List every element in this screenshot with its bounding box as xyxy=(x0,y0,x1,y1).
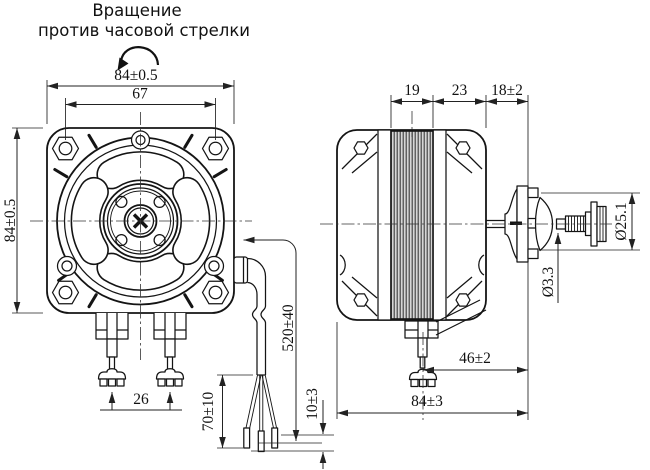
stud-to-flange-dim: 46±2 xyxy=(459,350,491,367)
total-length-dim: 84±3 xyxy=(411,393,443,410)
push-nut xyxy=(155,368,185,387)
stack-length-dim: 19 xyxy=(404,82,420,99)
wire-length-dim: 70±10 xyxy=(200,392,217,432)
mounting-studs xyxy=(95,313,187,387)
frame-post-right xyxy=(432,129,447,321)
front-bolt-spacing-dim: 67 xyxy=(132,86,148,103)
frame-post-left xyxy=(377,129,392,321)
screw-diameter-dim: Ø3.3 xyxy=(540,266,557,297)
push-nut xyxy=(97,368,127,387)
front-view xyxy=(30,112,279,453)
housing-length-dim: 23 xyxy=(452,82,468,99)
corner-bolts xyxy=(51,136,230,305)
front-width-dim: 84±0.5 xyxy=(114,67,158,84)
stud-spacing-dim: 26 xyxy=(133,391,149,408)
side-view-dimensions: 19 23 18±2 Ø25.1 Ø3.3 46±2 84±3 xyxy=(336,82,640,420)
lead-wires xyxy=(243,374,279,453)
title-block: Вращение против часовой стрелки xyxy=(38,1,250,71)
title-line2: против часовой стрелки xyxy=(38,21,250,40)
cable-gland xyxy=(233,256,249,284)
side-mounting-stud xyxy=(404,299,487,388)
power-cable xyxy=(233,256,279,453)
frame-struts xyxy=(339,133,485,317)
title-line1: Вращение xyxy=(92,1,181,20)
rotation-ccw-arrow-icon xyxy=(117,46,160,71)
cable-length-dim: 520±40 xyxy=(280,304,297,352)
stator-stack xyxy=(390,130,434,320)
front-view-dimensions: 84±0.5 67 84±0.5 26 70±10 520±40 10±3 xyxy=(2,67,334,469)
shaft-length-dim: 18±2 xyxy=(491,82,523,99)
hub-diameter-dim: Ø25.1 xyxy=(613,202,630,240)
side-view xyxy=(320,111,612,420)
flange-ears xyxy=(56,130,225,277)
strip-length-dim: 10±3 xyxy=(304,388,321,420)
front-height-dim: 84±0.5 xyxy=(2,199,19,243)
